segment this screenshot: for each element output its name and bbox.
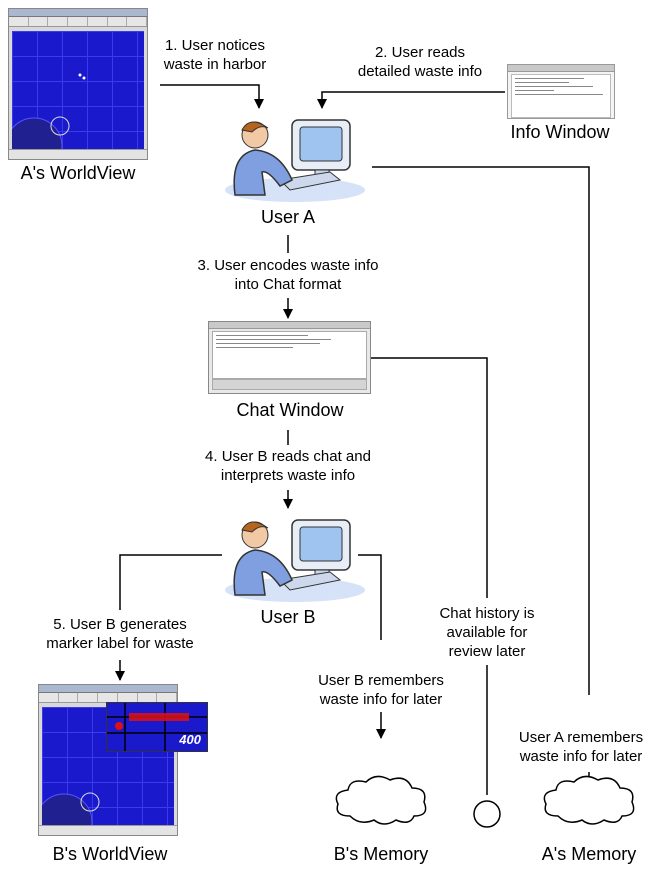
step3-label-line2: into Chat format bbox=[234, 276, 342, 293]
info-window bbox=[507, 64, 615, 119]
step3-label-line1: 3. User encodes waste info bbox=[197, 257, 379, 274]
marker-value: 400 bbox=[179, 732, 201, 747]
a-memory-cloud bbox=[543, 775, 635, 825]
arrow-history bbox=[370, 357, 488, 598]
step1-label-line2: waste in harbor bbox=[163, 56, 267, 73]
waste-marker-label: 400 bbox=[106, 702, 208, 752]
b-memory-cloud bbox=[335, 775, 427, 825]
caption-b-memory: B's Memory bbox=[333, 844, 429, 864]
user-b-figure bbox=[225, 519, 365, 602]
caption-user-b: User B bbox=[260, 607, 316, 627]
a-remembers-line1: User A remembers bbox=[518, 729, 644, 746]
step4-label-line2: interprets waste info bbox=[220, 467, 356, 484]
step4-label-line1: 4. User B reads chat and bbox=[205, 448, 371, 465]
a-remembers-line2: waste info for later bbox=[519, 748, 643, 765]
a-worldview-map bbox=[12, 31, 144, 149]
user-a-figure bbox=[225, 119, 365, 202]
caption-info-window: Info Window bbox=[510, 122, 610, 142]
caption-chat-window: Chat Window bbox=[236, 400, 344, 420]
caption-a-worldview: A's WorldView bbox=[20, 163, 136, 183]
history-note-line1: Chat history is bbox=[439, 605, 535, 622]
chat-window bbox=[208, 321, 371, 394]
caption-a-memory: A's Memory bbox=[541, 844, 637, 864]
caption-b-worldview: B's WorldView bbox=[52, 844, 168, 864]
a-worldview-window bbox=[8, 8, 148, 160]
history-note-line2: available for bbox=[446, 624, 528, 641]
arrow-step2 bbox=[317, 91, 505, 109]
step2-label-line2: detailed waste info bbox=[357, 63, 483, 80]
history-note-line3: review later bbox=[448, 643, 526, 660]
arrow-b-memory bbox=[358, 554, 382, 640]
b-remembers-line2: waste info for later bbox=[319, 691, 443, 708]
b-remembers-line1: User B remembers bbox=[318, 672, 444, 689]
step1-label-line1: 1. User notices bbox=[164, 37, 266, 54]
step2-label-line1: 2. User reads bbox=[374, 44, 466, 61]
step5-label-line2: marker label for waste bbox=[46, 635, 194, 652]
arrow-a-memory bbox=[372, 166, 590, 695]
step5-label-line1: 5. User B generates bbox=[53, 616, 187, 633]
arrow-step1 bbox=[160, 84, 264, 109]
arrow-step5 bbox=[119, 554, 222, 610]
history-circle bbox=[473, 800, 501, 828]
caption-user-a: User A bbox=[260, 207, 316, 227]
